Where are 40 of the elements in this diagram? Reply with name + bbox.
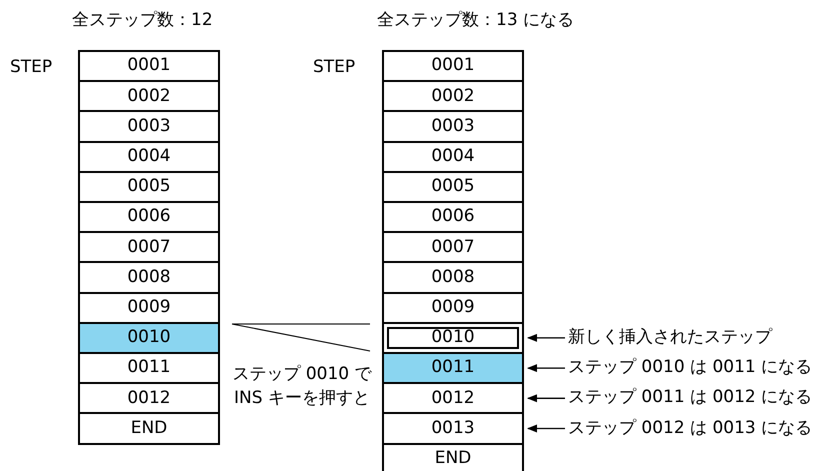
step-cell: 0012	[78, 382, 220, 414]
instruction-note: ステップ 0010 で INS キーを押すと	[232, 363, 372, 410]
step-cell: 0012	[382, 382, 524, 414]
step-cell: END	[78, 412, 220, 445]
annotation-text: ステップ 0012 は 0013 になる	[568, 415, 833, 442]
step-cell: 0001	[382, 50, 524, 82]
step-cell: 0010	[78, 322, 220, 354]
step-cell: 0003	[78, 110, 220, 143]
step-cell: 0003	[382, 110, 524, 143]
column-label: STEP	[313, 56, 356, 79]
column-label: STEP	[10, 56, 52, 79]
step-cell: 0002	[382, 80, 524, 112]
step-cell: 0006	[382, 201, 524, 234]
step-cell: END	[382, 442, 524, 471]
step-cell: 0009	[78, 292, 220, 324]
step-cell: 0008	[382, 261, 524, 294]
annotation-text: ステップ 0010 は 0011 になる	[568, 355, 833, 381]
arrow	[527, 394, 565, 402]
step-cell: 0001	[78, 50, 220, 82]
annotation-text: 新しく挿入されたステップ	[568, 324, 833, 351]
step-cell: 0004	[78, 140, 220, 173]
step-cell: 0006	[78, 201, 220, 234]
step-cell: 0004	[382, 140, 524, 173]
annotation-text: ステップ 0011 は 0012 になる	[568, 385, 833, 412]
arrow	[527, 334, 565, 342]
arrow	[527, 424, 565, 432]
step-cell: 0010	[382, 322, 524, 354]
table-heading: 全ステップ数：12	[72, 9, 213, 32]
step-cell: 0002	[78, 80, 220, 112]
step-cell: 0007	[78, 231, 220, 264]
arrow	[527, 364, 565, 372]
step-cell: 0008	[78, 261, 220, 294]
step-cell: 0009	[382, 292, 524, 324]
step-cell: 0007	[382, 231, 524, 264]
step-cell: 0011	[78, 352, 220, 384]
step-cell: 0005	[78, 170, 220, 203]
table-heading: 全ステップ数：13 になる	[377, 9, 574, 32]
step-cell: 0005	[382, 170, 524, 203]
step-cell: 0013	[382, 412, 524, 445]
step-cell: 0011	[382, 352, 524, 384]
